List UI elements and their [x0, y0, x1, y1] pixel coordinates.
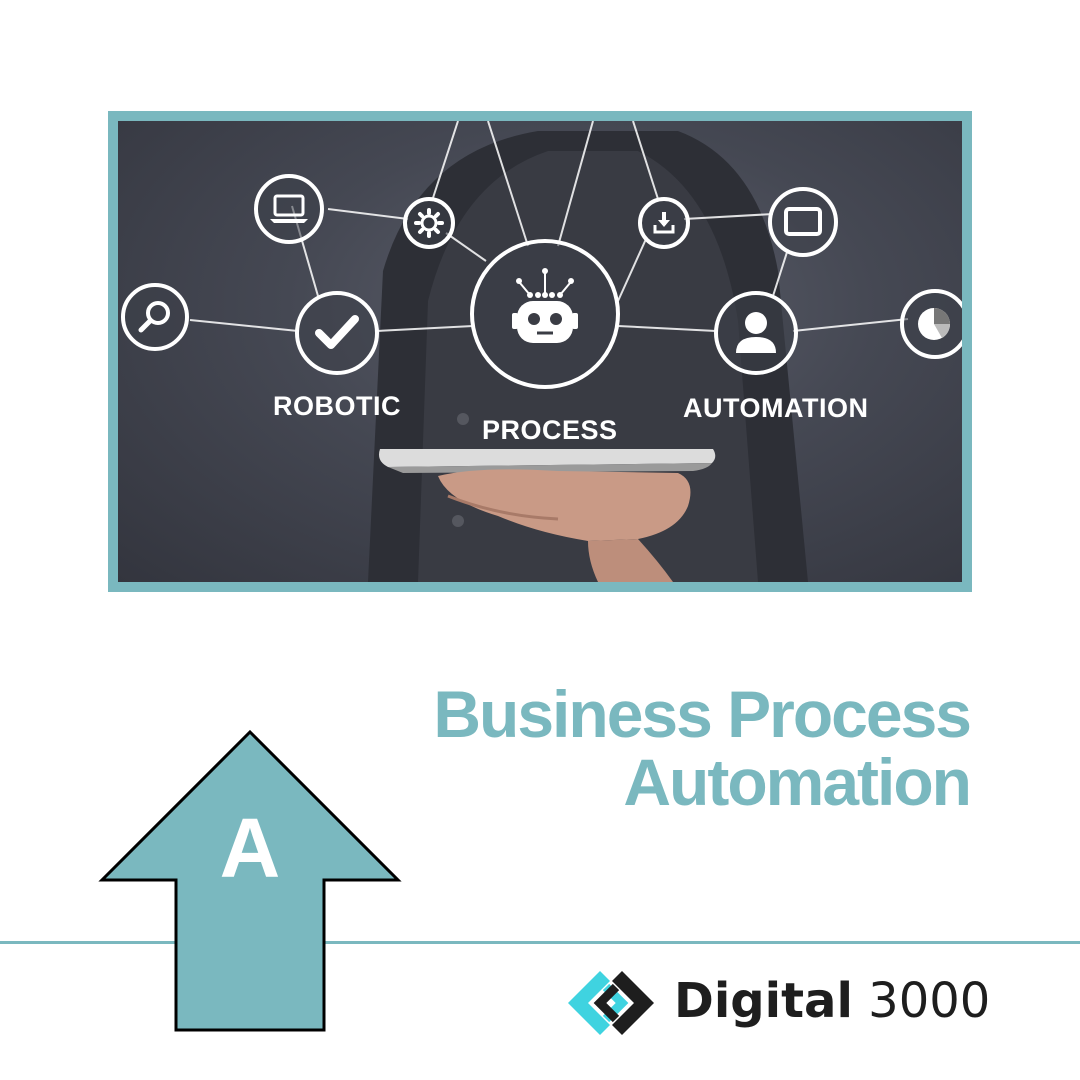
- automation-label: AUTOMATION: [683, 393, 869, 423]
- up-arrow-icon: [98, 729, 402, 1032]
- pie-chart-icon: [918, 308, 951, 340]
- tablet-icon: [784, 207, 822, 236]
- laptop-node: [254, 174, 324, 244]
- robot-node: [470, 239, 620, 389]
- title-line-1: Business Process: [433, 677, 972, 751]
- search-icon: [138, 301, 170, 333]
- hero-photo: ROBOTIC PROCESS AUTOMATION: [118, 121, 962, 582]
- brand-name: Digital 3000: [674, 973, 990, 1029]
- arrow-badge-letter: A: [219, 801, 281, 895]
- download-icon: [653, 212, 675, 234]
- gear-icon: [414, 208, 444, 238]
- checkmark-node: [295, 291, 379, 375]
- laptop-icon: [270, 194, 308, 223]
- gear-node: [403, 197, 455, 249]
- user-icon: [736, 312, 776, 353]
- horizontal-divider: [0, 941, 1080, 944]
- brand-name-number: 3000: [868, 973, 991, 1029]
- process-label: PROCESS: [482, 415, 618, 445]
- hero-image-frame: ROBOTIC PROCESS AUTOMATION: [108, 111, 972, 592]
- brand-name-bold: Digital: [674, 973, 853, 1029]
- user-node: [714, 291, 798, 375]
- robotic-label: ROBOTIC: [273, 391, 401, 421]
- robot-icon: [512, 268, 578, 343]
- pie-chart-node: [900, 289, 962, 359]
- checkmark-icon: [315, 315, 359, 349]
- title-line-2: Automation: [623, 745, 972, 819]
- brand-logo: Digital 3000: [562, 965, 990, 1039]
- page-title: Business Process Automation: [433, 677, 972, 819]
- download-node: [638, 197, 690, 249]
- digital-3000-logo-icon: [568, 971, 654, 1035]
- search-node: [121, 283, 189, 351]
- tablet-node: [768, 187, 838, 257]
